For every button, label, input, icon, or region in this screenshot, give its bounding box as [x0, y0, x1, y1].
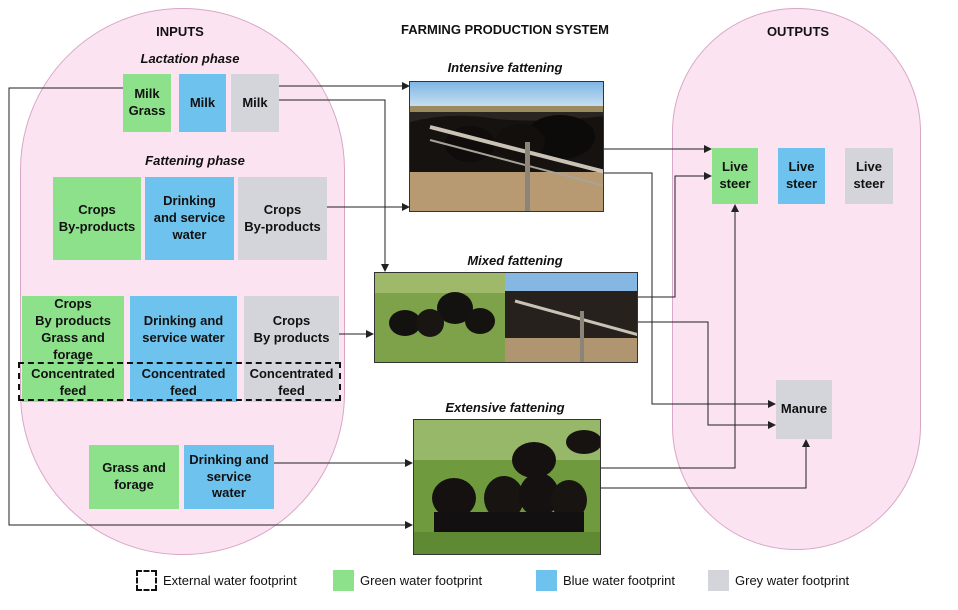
concentrated-green-box: Concentrated feed [22, 364, 124, 402]
mixed-green-box: Crops By products Grass and forage [22, 296, 124, 364]
intensive-grey-box: Crops By-products [238, 177, 327, 260]
live-steer-grey-box: Live steer [845, 148, 893, 204]
legend-external-swatch [136, 570, 157, 591]
outputs-heading: OUTPUTS [766, 24, 830, 39]
mixed-blue-box: Drinking and service water [130, 296, 237, 364]
intensive-blue-box: Drinking and service water [145, 177, 234, 260]
live-steer-blue-box: Live steer [778, 148, 825, 204]
mixed-fattening-photo [374, 272, 638, 363]
system-heading: FARMING PRODUCTION SYSTEM [400, 22, 609, 37]
extensive-pasture-photo [413, 419, 601, 555]
live-steer-green-box: Live steer [712, 148, 758, 204]
intensive-feedlot-photo [409, 81, 604, 212]
lactation-green-box: Milk Grass [123, 74, 171, 132]
extensive-blue-box: Drinking and service water [184, 445, 274, 509]
legend-external: External water footprint [136, 570, 297, 591]
legend-green-swatch [333, 570, 354, 591]
intensive-green-box: Crops By-products [53, 177, 141, 260]
mixed-grey-box: Crops By products [244, 296, 339, 364]
lactation-phase-label: Lactation phase [140, 51, 240, 66]
concentrated-grey-box: Concentrated feed [244, 364, 339, 402]
legend-blue: Blue water footprint [536, 570, 675, 591]
fattening-phase-label: Fattening phase [145, 153, 245, 168]
legend-grey: Grey water footprint [708, 570, 849, 591]
legend-blue-swatch [536, 570, 557, 591]
legend-green: Green water footprint [333, 570, 482, 591]
lactation-blue-box: Milk [179, 74, 226, 132]
extensive-title: Extensive fattening [445, 400, 565, 415]
inputs-heading: INPUTS [156, 24, 204, 39]
manure-box: Manure [776, 380, 832, 439]
extensive-green-box: Grass and forage [89, 445, 179, 509]
outputs-zone [672, 8, 921, 550]
external-water-dashed-border [18, 362, 341, 401]
concentrated-blue-box: Concentrated feed [130, 364, 237, 402]
lactation-grey-box: Milk [231, 74, 279, 132]
mixed-title: Mixed fattening [467, 253, 563, 268]
legend-grey-swatch [708, 570, 729, 591]
intensive-title: Intensive fattening [447, 60, 563, 75]
